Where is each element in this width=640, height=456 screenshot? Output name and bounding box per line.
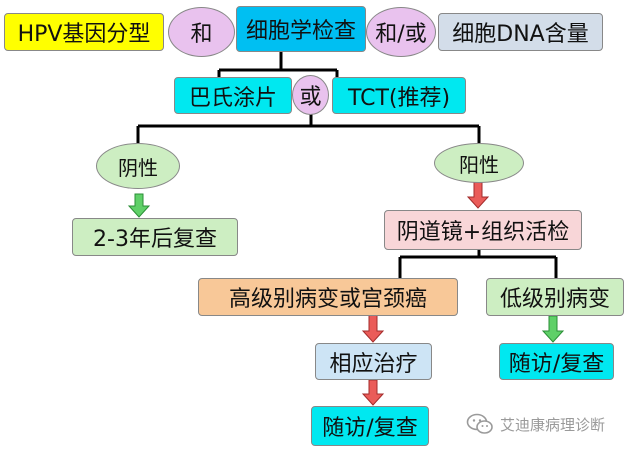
node-colposcopy-biopsy: 阴道镜+组织活检 xyxy=(384,210,582,250)
arrow-positive-to-colposcopy xyxy=(466,178,490,209)
connector-method-drops xyxy=(217,70,339,77)
node-low-grade-lesion: 低级别病变 xyxy=(486,278,624,316)
connector-grades xyxy=(398,250,558,278)
wechat-icon xyxy=(466,413,493,434)
connector-cytology-methods xyxy=(219,52,337,72)
node-negative: 阴性 xyxy=(96,143,180,189)
connector-results xyxy=(136,112,481,143)
node-or: 或 xyxy=(292,75,329,115)
arrow-high-to-treatment xyxy=(361,313,385,343)
node-treatment: 相应治疗 xyxy=(315,343,432,380)
node-cytology: 细胞学检查 xyxy=(236,6,366,52)
watermark-text: 艾迪康病理诊断 xyxy=(500,415,606,434)
node-positive: 阳性 xyxy=(434,143,524,183)
node-cell-dna: 细胞DNA含量 xyxy=(438,13,603,51)
red-arrows xyxy=(361,178,490,406)
node-followup-right: 随访/复查 xyxy=(499,343,614,380)
green-arrows xyxy=(127,193,565,343)
arrow-low-to-followup xyxy=(541,315,565,343)
watermark: 艾迪康病理诊断 xyxy=(466,410,636,438)
arrow-negative-to-recheck xyxy=(127,193,151,218)
arrow-treatment-to-followup xyxy=(361,379,385,406)
node-hpv-genotyping: HPV基因分型 xyxy=(4,13,164,51)
node-high-grade-lesion: 高级别病变或宫颈癌 xyxy=(198,278,458,316)
node-pap-smear: 巴氏涂片 xyxy=(174,77,292,114)
node-tct: TCT(推荐) xyxy=(332,77,466,114)
node-recheck-2-3-years: 2-3年后复查 xyxy=(72,218,238,256)
node-followup-left: 随访/复查 xyxy=(311,406,429,446)
node-and: 和 xyxy=(168,7,235,57)
node-and-or: 和/或 xyxy=(366,7,436,57)
